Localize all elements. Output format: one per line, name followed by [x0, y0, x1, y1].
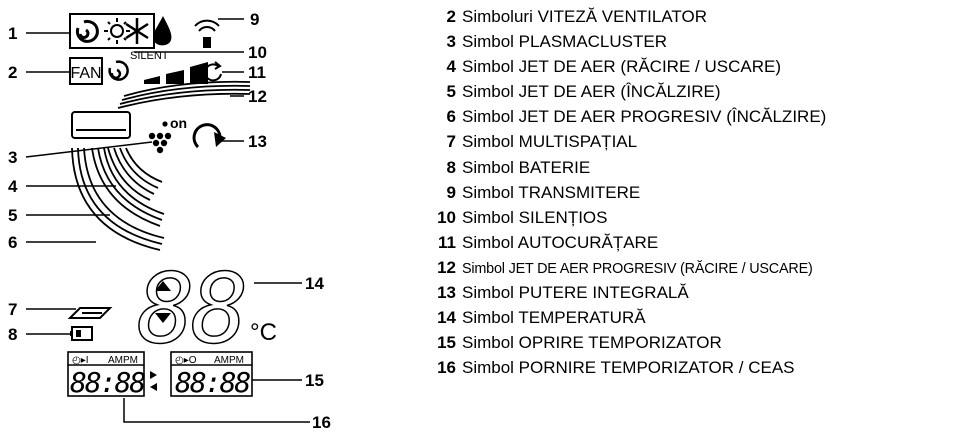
airflow-cool-arcs	[108, 148, 162, 200]
callout-1: 1	[8, 24, 17, 43]
plasmacluster-icon	[149, 121, 171, 153]
callout-8: 8	[8, 325, 17, 344]
temperature-digits: 88	[137, 253, 245, 365]
on-label: on	[170, 115, 187, 131]
progressive-cool-arcs	[118, 82, 250, 108]
droplet-dry-icon	[153, 16, 171, 45]
callout-12: 12	[248, 87, 267, 106]
callout-11: 11	[248, 63, 266, 82]
full-power-icon	[194, 125, 226, 147]
callout-2: 2	[8, 63, 17, 82]
transmit-icon	[195, 21, 219, 47]
timer-right-ampm: AMPM	[214, 355, 244, 366]
timer-left-digits: 88:88	[70, 366, 145, 399]
timer-left-ampm: AMPM	[108, 355, 138, 366]
callout-3: 3	[8, 148, 17, 167]
sun-heat-icon	[104, 18, 130, 44]
timer-left-indicator: ◴▸I	[72, 355, 89, 366]
timer-arrows	[150, 371, 157, 391]
timer-right-indicator: ◴▸O	[175, 355, 197, 366]
fan-speed-bars	[144, 62, 208, 84]
callout-16: 16	[312, 413, 331, 432]
callout-6: 6	[8, 233, 17, 252]
indoor-unit-icon	[72, 112, 130, 138]
callout-15: 15	[305, 371, 324, 390]
callout-5: 5	[8, 206, 17, 225]
auto-mode-icon	[77, 21, 97, 41]
battery-icon	[70, 327, 92, 340]
callout-10: 10	[248, 43, 267, 62]
callout-7: 7	[8, 300, 17, 319]
fan-swirl-icon	[110, 62, 128, 80]
callout-13: 13	[248, 132, 267, 151]
timer-right-digits: 88:88	[175, 366, 250, 399]
callout-4: 4	[8, 177, 18, 196]
callout-9: 9	[250, 10, 259, 29]
progressive-heat-arcs	[72, 148, 164, 250]
temperature-unit: °C	[250, 319, 277, 346]
callout-14: 14	[305, 274, 324, 293]
fan-label: FAN	[70, 65, 101, 82]
